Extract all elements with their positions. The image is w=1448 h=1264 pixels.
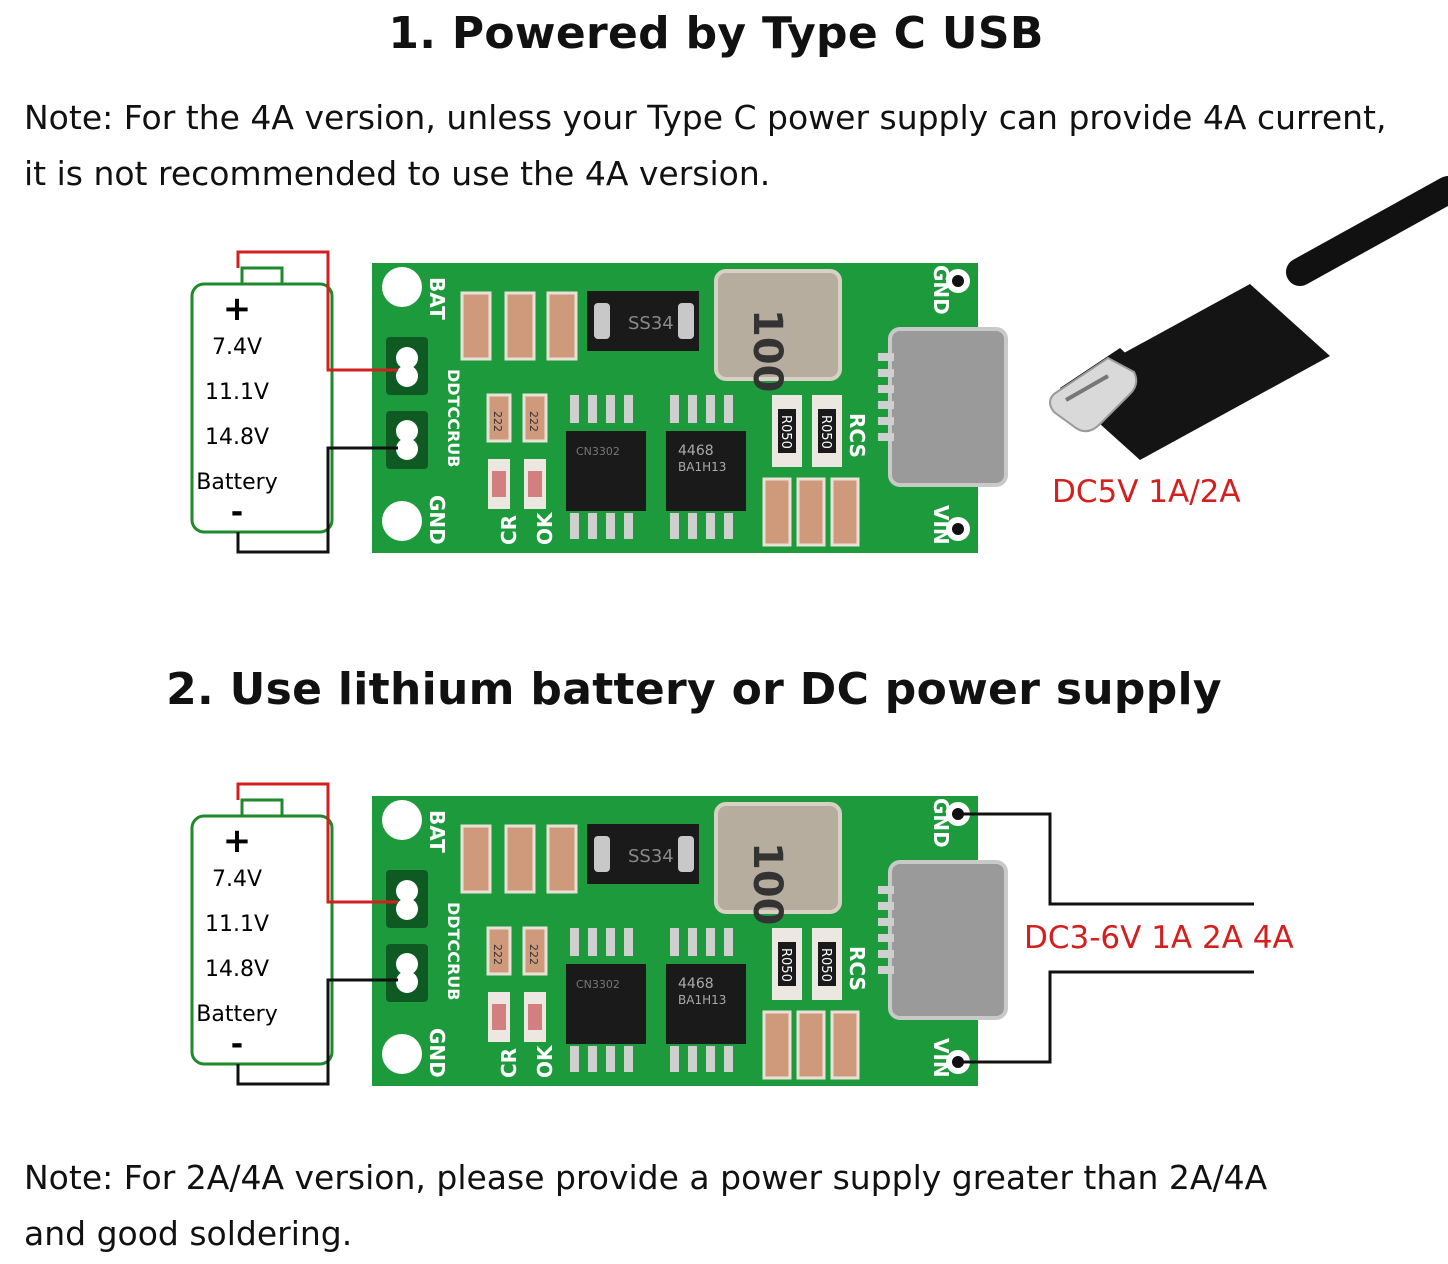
pcb-label-chip2: 4468 bbox=[678, 443, 714, 459]
pcb-module-2: BAT GND DDTCCRUB CR OK RCS GND VIN SS34 … bbox=[370, 794, 1008, 1088]
pcb-label-gnd-left: GND bbox=[425, 495, 449, 545]
positive-wire bbox=[236, 250, 398, 372]
pcb-label-bat: BAT bbox=[425, 277, 449, 320]
section2-diagram: BAT GND DDTCCRUB CR OK RCS GND VIN SS34 … bbox=[190, 782, 1294, 1088]
pcb-label-vin: VIN bbox=[929, 505, 953, 545]
pcb-label-inductor: 100 bbox=[744, 842, 790, 926]
pcb-label-small-res-2: 222 bbox=[527, 411, 540, 432]
negative-wire-2 bbox=[236, 978, 398, 1086]
pcb-label-chip1: CN3302 bbox=[576, 445, 620, 458]
pcb-label-vin: VIN bbox=[929, 1038, 953, 1078]
section2-note-line1: Note: For 2A/4A version, please provide … bbox=[24, 1158, 1268, 1197]
battery-plus: + bbox=[223, 289, 252, 329]
pcb-label-brand: DDTCCRUB bbox=[444, 369, 463, 467]
section1-note-line2: it is not recommended to use the 4A vers… bbox=[24, 154, 771, 193]
battery-voltage-3: 14.8V bbox=[205, 425, 269, 450]
pcb-label-resistor-1: R050 bbox=[778, 415, 793, 449]
pcb-label-gnd-right: GND bbox=[929, 265, 953, 315]
dc-supply-wire-vin bbox=[960, 970, 1254, 1064]
section1-note-line1: Note: For the 4A version, unless your Ty… bbox=[24, 98, 1387, 137]
section1-title: 1. Powered by Type C USB bbox=[388, 8, 1044, 59]
dc-supply-wire-gnd bbox=[960, 812, 1254, 906]
pcb-label-rcs: RCS bbox=[845, 946, 869, 991]
battery-voltage-2: 11.1V bbox=[205, 912, 269, 937]
usb-c-cable bbox=[1049, 176, 1448, 460]
pcb-label-cr: CR bbox=[497, 1048, 521, 1078]
pcb-label-ok: OK bbox=[533, 511, 557, 545]
battery-pack-2: + 7.4V 11.1V 14.8V Battery - bbox=[190, 798, 334, 1066]
battery-plus: + bbox=[223, 821, 252, 861]
pcb-module: BAT GND DDTCCRUB CR OK RCS GND VIN SS34 … bbox=[370, 261, 1008, 555]
pcb-label-chip2-sub: BA1H13 bbox=[678, 460, 726, 474]
pcb-label-ok: OK bbox=[533, 1044, 557, 1078]
battery-voltage-3: 14.8V bbox=[205, 957, 269, 982]
pcb-label-small-res-2: 222 bbox=[527, 944, 540, 965]
pcb-label-small-res-1: 222 bbox=[491, 411, 504, 432]
battery-pack: + 7.4V 11.1V 14.8V Battery - bbox=[190, 266, 334, 534]
pcb-label-brand: DDTCCRUB bbox=[444, 902, 463, 1000]
pcb-label-bat: BAT bbox=[425, 810, 449, 853]
pcb-label-small-res-1: 222 bbox=[491, 944, 504, 965]
dc-supply-label: DC3-6V 1A 2A 4A bbox=[1024, 920, 1294, 956]
battery-minus: - bbox=[231, 495, 243, 530]
pcb-label-diode: SS34 bbox=[628, 313, 674, 334]
pcb-label-chip2: 4468 bbox=[678, 976, 714, 992]
pcb-label-cr: CR bbox=[497, 515, 521, 545]
pcb-label-chip2-sub: BA1H13 bbox=[678, 993, 726, 1007]
battery-voltage-1: 7.4V bbox=[212, 335, 262, 360]
pcb-label-resistor-2: R050 bbox=[818, 415, 833, 449]
battery-minus: - bbox=[231, 1027, 243, 1062]
pcb-label-rcs: RCS bbox=[845, 413, 869, 458]
pcb-label-gnd-right: GND bbox=[929, 798, 953, 848]
section1-diagram: BAT GND DDTCCRUB CR OK RCS GND VIN SS34 … bbox=[190, 176, 1448, 555]
section2-note: Note: For 2A/4A version, please provide … bbox=[24, 1150, 1267, 1262]
usb-supply-label: DC5V 1A/2A bbox=[1052, 474, 1241, 510]
pcb-label-diode: SS34 bbox=[628, 846, 674, 867]
negative-wire bbox=[236, 446, 398, 554]
battery-voltage-2: 11.1V bbox=[205, 380, 269, 405]
pcb-label-gnd-left: GND bbox=[425, 1028, 449, 1078]
pcb-label-chip1: CN3302 bbox=[576, 978, 620, 991]
section2-title: 2. Use lithium battery or DC power suppl… bbox=[166, 664, 1222, 715]
section2-note-line2: and good soldering. bbox=[24, 1214, 353, 1253]
pcb-label-resistor-2: R050 bbox=[818, 948, 833, 982]
battery-label: Battery bbox=[196, 470, 277, 495]
battery-voltage-1: 7.4V bbox=[212, 867, 262, 892]
section1-note: Note: For the 4A version, unless your Ty… bbox=[24, 90, 1386, 202]
pcb-label-resistor-1: R050 bbox=[778, 948, 793, 982]
pcb-label-inductor: 100 bbox=[744, 309, 790, 393]
battery-label: Battery bbox=[196, 1002, 277, 1027]
positive-wire-2 bbox=[236, 782, 398, 904]
